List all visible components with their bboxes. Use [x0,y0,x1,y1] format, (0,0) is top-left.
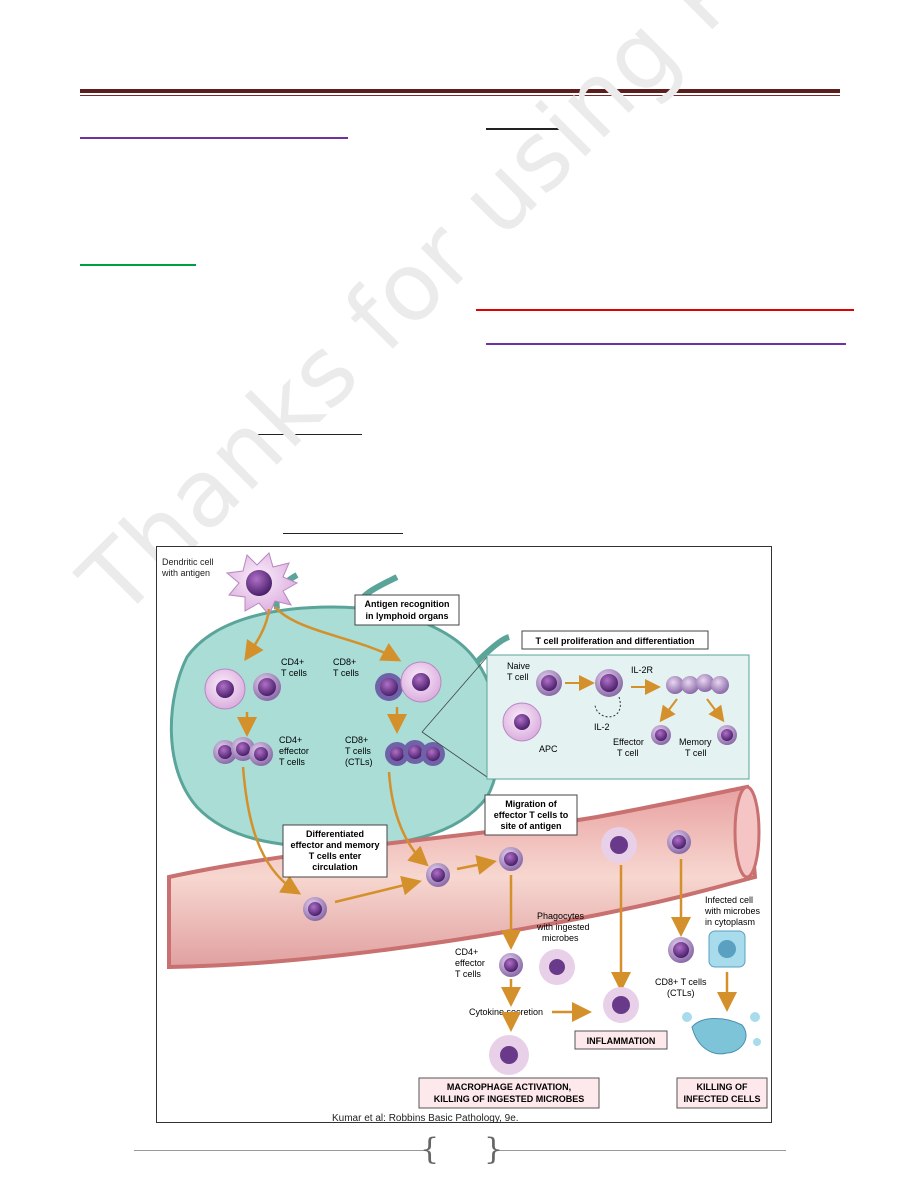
svg-text:MACROPHAGE ACTIVATION,: MACROPHAGE ACTIVATION, [447,1082,571,1092]
svg-text:T cells enter: T cells enter [309,851,362,861]
svg-text:Phagocytes: Phagocytes [537,911,585,921]
svg-text:microbes: microbes [542,933,579,943]
figure-svg: Dendritic cell with antigen Antigen reco… [161,552,768,1109]
lymph-node [169,605,501,849]
header-rule-thin [80,95,840,96]
svg-text:CD8+: CD8+ [345,735,368,745]
svg-text:KILLING OF INGESTED MICROBES: KILLING OF INGESTED MICROBES [434,1094,585,1104]
svg-text:Differentiated: Differentiated [306,829,364,839]
heading-underline-red [476,309,854,311]
page-number-bracket-left: { [420,1132,440,1167]
svg-text:T cell: T cell [685,748,706,758]
svg-text:site of antigen: site of antigen [500,821,561,831]
svg-text:in lymphoid organs: in lymphoid organs [365,611,448,621]
svg-text:INFECTED CELLS: INFECTED CELLS [683,1094,760,1104]
svg-text:Naive: Naive [507,661,530,671]
svg-text:CD8+: CD8+ [333,657,356,667]
heading-underline-purple-2 [486,343,846,345]
svg-text:effector: effector [279,746,309,756]
svg-text:with microbes: with microbes [704,906,761,916]
svg-text:KILLING OF: KILLING OF [697,1082,748,1092]
svg-text:Dendritic cell: Dendritic cell [162,557,214,567]
page-number-bracket-right: } [484,1132,504,1167]
svg-text:T cell: T cell [617,748,638,758]
figure-credit: Kumar et al: Robbins Basic Pathology, 9e… [332,1113,519,1124]
svg-text:APC: APC [539,744,558,754]
heading-underline-black-2 [246,434,362,435]
svg-text:IL-2R: IL-2R [631,665,654,675]
svg-text:effector: effector [455,958,485,968]
heading-underline-black [486,128,568,130]
heading-underline-green [80,264,196,266]
svg-text:effector T cells to: effector T cells to [494,810,569,820]
svg-text:T cells: T cells [455,969,481,979]
svg-text:circulation: circulation [312,862,358,872]
svg-text:in cytoplasm: in cytoplasm [705,917,755,927]
svg-text:Cytokine secretion: Cytokine secretion [469,1007,543,1017]
svg-text:CD4+: CD4+ [455,947,478,957]
svg-text:IL-2: IL-2 [594,722,610,732]
svg-text:effector and memory: effector and memory [290,840,379,850]
svg-text:(CTLs): (CTLs) [345,757,373,767]
footer-rule-right [496,1150,786,1151]
svg-text:Infected cell: Infected cell [705,895,753,905]
svg-text:T cells: T cells [345,746,371,756]
svg-text:T cells: T cells [279,757,305,767]
header-rule [80,89,840,93]
svg-text:(CTLs): (CTLs) [667,988,695,998]
figure-tcell-response: Dendritic cell with antigen Antigen reco… [156,546,772,1123]
svg-text:T cell: T cell [507,672,528,682]
svg-text:CD4+: CD4+ [279,735,302,745]
label-antigen-recognition [354,594,460,626]
svg-text:T cells: T cells [281,668,307,678]
svg-text:T cells: T cells [333,668,359,678]
dendritic-cell [225,552,299,616]
svg-text:with ingested: with ingested [536,922,590,932]
svg-text:T cell proliferation and diffe: T cell proliferation and differentiation [535,636,694,646]
svg-text:INFLAMMATION: INFLAMMATION [587,1036,656,1046]
svg-text:Migration of: Migration of [505,799,557,809]
heading-underline-black-3 [283,533,403,534]
heading-underline-purple [80,137,348,139]
svg-text:Antigen recognition: Antigen recognition [365,599,450,609]
footer-rule-left [134,1150,424,1151]
svg-text:Memory: Memory [679,737,712,747]
svg-text:CD4+: CD4+ [281,657,304,667]
svg-text:with antigen: with antigen [161,568,210,578]
svg-text:CD8+ T cells: CD8+ T cells [655,977,707,987]
svg-text:Effector: Effector [613,737,644,747]
